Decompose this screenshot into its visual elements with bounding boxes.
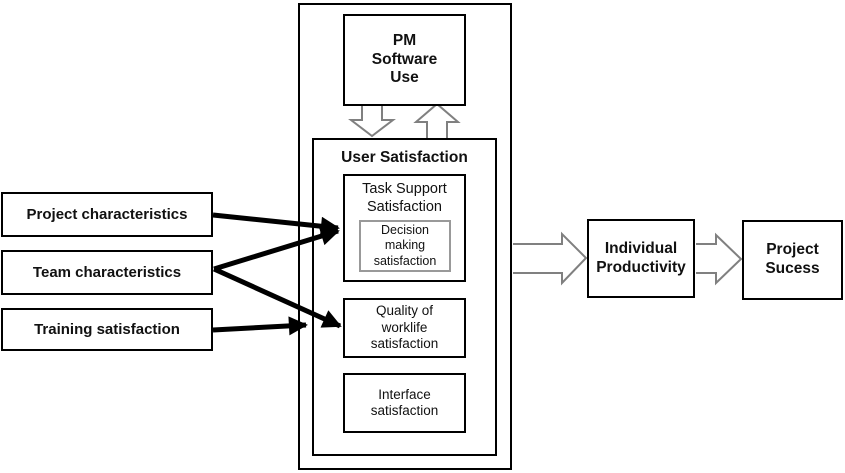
user-satisfaction-label: User Satisfaction bbox=[341, 149, 468, 166]
box-individual-productivity: Individual Productivity bbox=[587, 219, 695, 298]
individual-productivity-label: Individual Productivity bbox=[596, 239, 686, 276]
arrow-individual-to-project-success-icon bbox=[696, 232, 743, 286]
box-project-success: Project Sucess bbox=[742, 220, 843, 300]
arrow-usergroup-to-individual-productivity-icon bbox=[513, 231, 588, 286]
box-project-characteristics: Project characteristics bbox=[1, 192, 213, 237]
arrow-training-to-user-satisfaction-icon bbox=[212, 316, 308, 336]
training-satisfaction-label: Training satisfaction bbox=[34, 321, 180, 338]
project-characteristics-label: Project characteristics bbox=[26, 206, 188, 223]
quality-of-worklife-satisfaction-label: Quality of worklife satisfaction bbox=[370, 303, 439, 352]
decision-making-satisfaction-label: Decision making satisfaction bbox=[373, 223, 437, 268]
box-training-satisfaction: Training satisfaction bbox=[1, 308, 213, 351]
box-quality-of-worklife-satisfaction: Quality of worklife satisfaction bbox=[343, 298, 466, 358]
box-team-characteristics: Team characteristics bbox=[1, 250, 213, 295]
interface-satisfaction-label: Interface satisfaction bbox=[370, 386, 439, 418]
pm-software-use-label: PM Software Use bbox=[371, 31, 438, 87]
box-interface-satisfaction: Interface satisfaction bbox=[343, 373, 466, 433]
project-success-label: Project Sucess bbox=[765, 241, 820, 277]
team-characteristics-label: Team characteristics bbox=[32, 264, 182, 281]
task-support-satisfaction-label: Task Support Satisfaction bbox=[362, 181, 447, 215]
box-pm-software-use: PM Software Use bbox=[343, 14, 466, 106]
box-decision-making-satisfaction: Decision making satisfaction bbox=[359, 220, 451, 272]
